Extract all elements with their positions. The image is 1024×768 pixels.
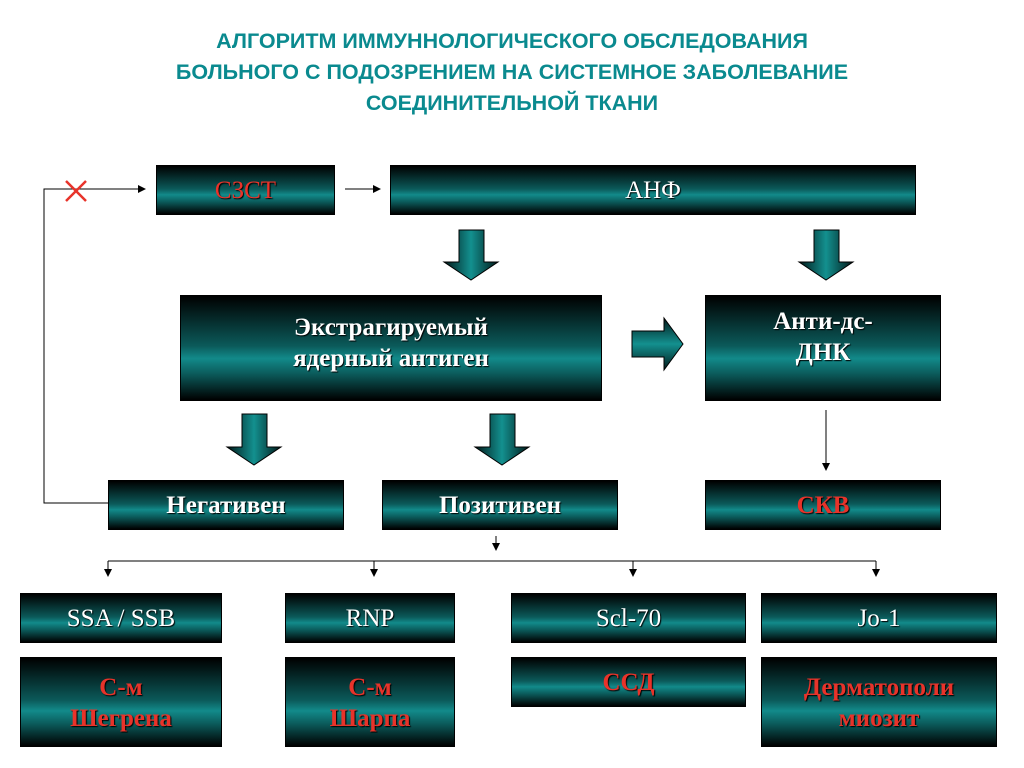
down-arrow-anf-to-dna [797,229,855,281]
node-ena-line-2: ядерный антиген [293,345,489,372]
node-sharp: С-м Шарпа [285,657,455,747]
node-anti-dna-line-1: Анти-дс- [773,308,873,335]
node-negative: Негативен [108,480,344,530]
node-skv-label: СКВ [796,492,850,519]
node-anf: АНФ [390,165,916,215]
node-ssd-label: ССД [602,669,655,696]
node-dermato-line-2: миозит [838,705,920,732]
node-anti-dna: Анти-дс- ДНК [705,295,941,401]
title-line-2: БОЛЬНОГО С ПОДОЗРЕНИЕМ НА СИСТЕМНОЕ ЗАБО… [175,60,849,84]
title-line-3: СОЕДИНИТЕЛЬНОЙ ТКАНИ [365,91,659,115]
down-arrow-ena-to-negative [225,413,283,466]
node-ssd: ССД [511,657,746,707]
node-positive: Позитивен [382,480,618,530]
node-rnp: RNP [285,593,455,643]
feedback-line [43,185,146,504]
node-scl70: Scl-70 [511,593,746,643]
node-sharp-line-2: Шарпа [329,705,411,732]
node-positive-label: Позитивен [438,492,562,519]
down-arrow-anf-to-ena [442,229,500,281]
node-jo1: Jo-1 [761,593,997,643]
node-szst-label: СЗСТ [214,177,277,204]
cross-icon [65,180,87,202]
down-arrow-ena-to-positive [473,413,531,466]
node-szst: СЗСТ [156,165,335,215]
diagram-title: АЛГОРИТМ ИММУННОЛОГИЧЕСКОГО ОБСЛЕДОВАНИЯ… [0,26,1024,119]
node-dermato-line-1: Дерматополи [803,674,955,701]
node-sjogren-line-1: С-м [99,674,143,701]
node-anti-dna-line-2: ДНК [795,339,851,366]
title-line-1: АЛГОРИТМ ИММУННОЛОГИЧЕСКОГО ОБСЛЕДОВАНИЯ [216,29,808,53]
node-rnp-label: RNP [345,605,395,632]
right-arrow-ena-to-dna [631,316,684,372]
node-anf-label: АНФ [625,177,681,204]
node-scl70-label: Scl-70 [595,605,662,632]
node-dermatomyositis: Дерматополи миозит [761,657,997,747]
node-ena: Экстрагируемый ядерный антиген [180,295,602,401]
node-skv: СКВ [705,480,941,530]
node-sjogren-line-2: Шегрена [70,705,172,732]
node-ssa-ssb: SSA / SSB [20,593,222,643]
node-ena-line-1: Экстрагируемый [294,314,488,341]
node-negative-label: Негативен [166,492,286,519]
node-sjogren: С-м Шегрена [20,657,222,747]
node-sharp-line-1: С-м [348,674,392,701]
node-jo1-label: Jo-1 [857,605,901,632]
node-ssa-ssb-label: SSA / SSB [66,605,176,632]
